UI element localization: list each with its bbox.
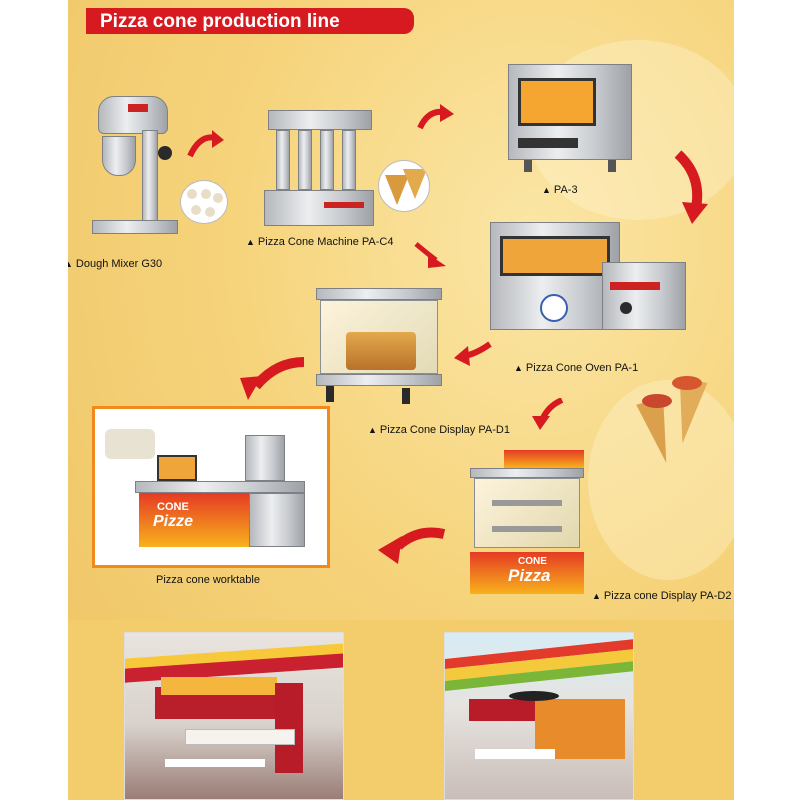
pa3-label: ▲PA-3 — [542, 184, 578, 196]
bullet-icon: ▲ — [368, 425, 377, 435]
cone-machine-label: ▲Pizza Cone Machine PA-C4 — [246, 236, 394, 248]
flow-arrow-icon — [240, 357, 305, 400]
dough-mixer-image — [88, 96, 188, 246]
pizza-cones-decoration-image — [636, 370, 734, 470]
flow-arrow-icon — [187, 130, 224, 158]
poster-background: Pizza cone production line ▲Dough Mixer … — [68, 0, 734, 800]
store-photo-left — [124, 632, 344, 800]
worktable-cone-sign: CONE — [157, 501, 189, 513]
bullet-icon: ▲ — [68, 259, 73, 269]
d2-cone-sign: CONE — [518, 556, 547, 567]
dough-balls-image — [180, 180, 228, 224]
pizza-cone-oven-image — [490, 222, 686, 342]
pa3-oven-image — [508, 64, 632, 174]
flow-arrow-icon — [454, 341, 492, 366]
flow-arrow-icon — [417, 104, 454, 130]
pizza-cone-machine-image — [264, 110, 374, 232]
flow-arrow-icon — [532, 398, 564, 430]
mixer-label: ▲Dough Mixer G30 — [68, 258, 162, 270]
pizza-cone-display-d1-image — [316, 288, 442, 410]
display-d2-label: ▲Pizza cone Display PA-D2 — [592, 590, 732, 602]
oven-label: ▲Pizza Cone Oven PA-1 — [514, 362, 639, 374]
bullet-icon: ▲ — [246, 237, 255, 247]
worktable-panel: CONE Pizze — [92, 406, 330, 568]
d2-pizza-sign: Pizza — [508, 566, 551, 585]
store-photo-right — [444, 632, 634, 800]
flow-arrow-icon — [414, 242, 446, 268]
worktable-label: Pizza cone worktable — [156, 574, 260, 586]
pizza-cone-display-d2-image: CONE Pizza — [468, 446, 586, 604]
flow-arrow-icon — [378, 527, 446, 564]
bullet-icon: ▲ — [542, 185, 551, 195]
display-d1-label: ▲Pizza Cone Display PA-D1 — [368, 424, 510, 436]
bullet-icon: ▲ — [592, 591, 601, 601]
bullet-icon: ▲ — [514, 363, 523, 373]
bg-decoration — [588, 380, 734, 580]
title-banner: Pizza cone production line — [86, 8, 414, 34]
flow-arrow-icon — [674, 150, 708, 224]
worktable-pizza-sign: Pizze — [153, 513, 194, 530]
page-title: Pizza cone production line — [100, 11, 340, 32]
baked-cones-image — [378, 160, 430, 212]
